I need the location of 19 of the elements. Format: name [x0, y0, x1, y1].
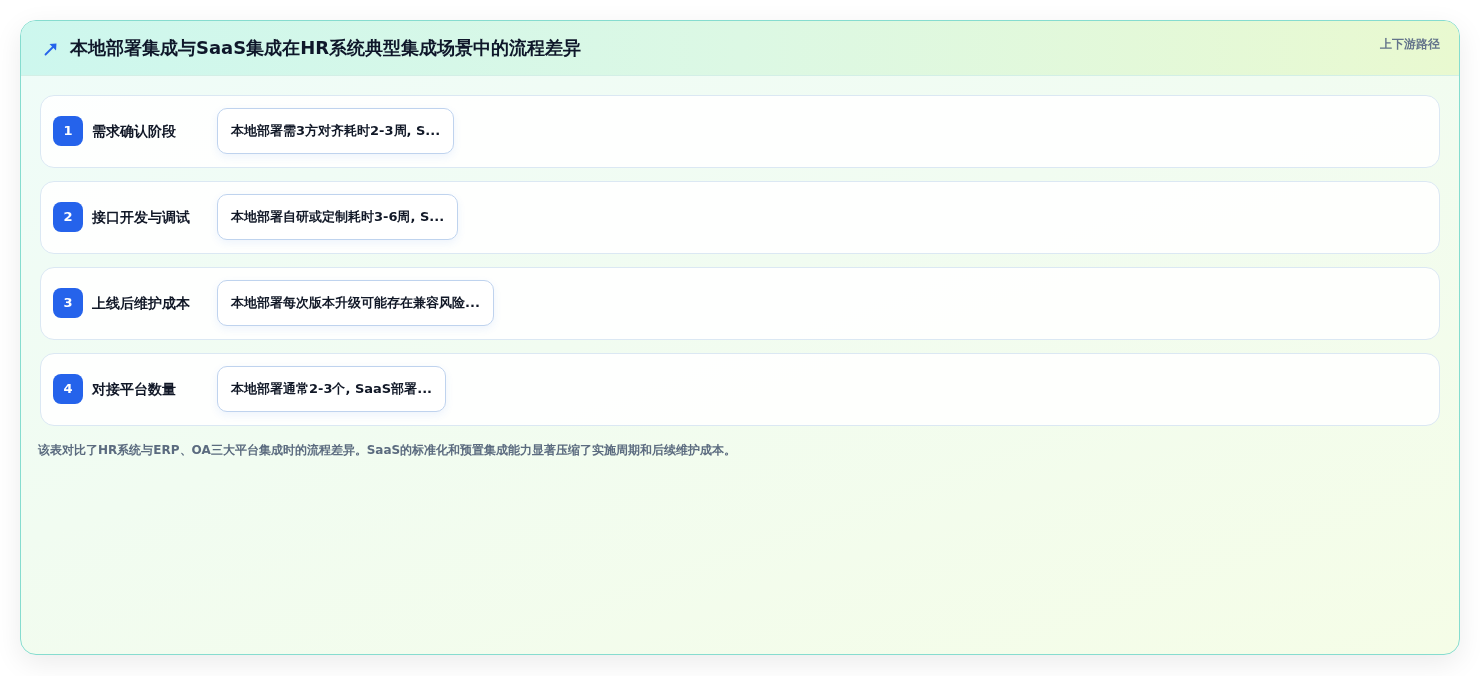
header-note: 上下游路径: [1380, 36, 1440, 52]
stage-row: [40, 353, 1440, 426]
stage-name: 需求确认阶段: [92, 122, 176, 140]
detail-chip: 本地部署通常2-3个, SaaS部署...: [217, 366, 447, 412]
detail-chip: 本地部署每次版本升级可能存在兼容风险...: [217, 280, 494, 326]
detail-chip: 本地部署需3方对齐耗时2-3周, S...: [217, 108, 455, 154]
step-number-badge: 2: [53, 202, 83, 232]
step-number-badge: 4: [53, 374, 83, 404]
detail-chip: 本地部署自研或定制耗时3-6周, S...: [217, 194, 459, 240]
stage-row: [40, 267, 1440, 340]
caption-text: 该表对比了HR系统与ERP、OA三大平台集成时的流程差异。SaaS的标准化和预置集成能力显著压缩了实施周期和后续维护成本。: [38, 442, 737, 458]
stage-name: 对接平台数量: [92, 380, 176, 398]
step-number-badge: 3: [53, 288, 83, 318]
title: 本地部署集成与SaaS集成在HR系统典型集成场景中的流程差异: [70, 36, 582, 60]
stage-name: 上线后维护成本: [92, 294, 190, 312]
stage-row: [40, 181, 1440, 254]
stage-name: 接口开发与调试: [92, 208, 190, 226]
stage-row: [40, 95, 1440, 168]
step-number-badge: 1: [53, 116, 83, 146]
